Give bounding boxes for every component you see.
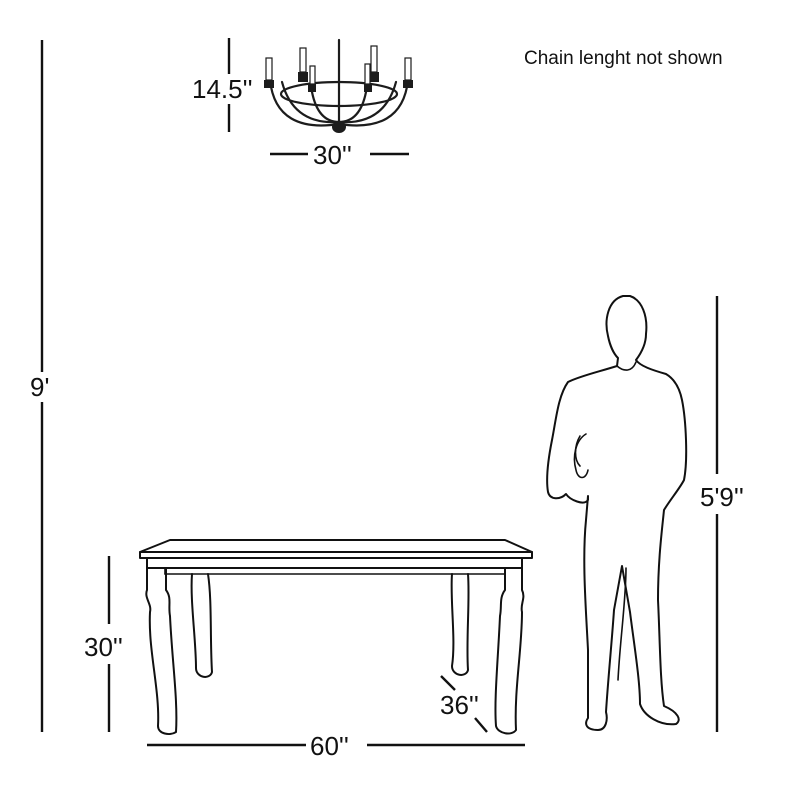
ceiling-height-label: 9': [30, 372, 49, 402]
chain-length-note: Chain lenght not shown: [524, 48, 723, 69]
person-silhouette: [546, 295, 688, 731]
table-length-dimension: 60'': [147, 731, 525, 761]
fixture-height-dimension: 14.5'': [192, 38, 253, 132]
table-depth-dimension: 36'': [440, 675, 488, 733]
fixture-width-label: 30'': [313, 140, 352, 170]
fixture-width-dimension: 30'': [270, 140, 409, 170]
chandelier-illustration: [264, 38, 413, 133]
table-depth-label: 36'': [440, 690, 479, 720]
person-height-label: 5'9'': [700, 482, 744, 512]
table-length-label: 60'': [310, 731, 349, 761]
table-illustration: [139, 539, 533, 735]
person-height-dimension: 5'9'': [700, 296, 744, 732]
table-height-label: 30'': [84, 632, 123, 662]
table-height-dimension: 30'': [84, 556, 123, 732]
fixture-height-label: 14.5'': [192, 74, 253, 104]
ceiling-height-dimension: 9': [30, 40, 49, 732]
